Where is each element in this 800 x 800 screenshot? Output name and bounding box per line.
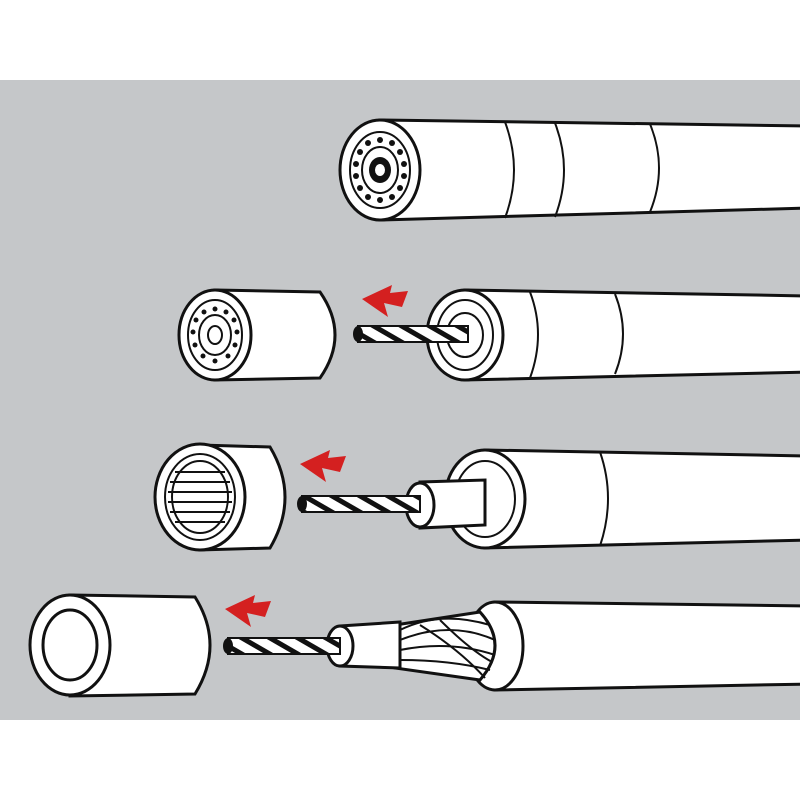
braided-shield — [393, 610, 497, 682]
step-1-intact-cable — [338, 118, 800, 222]
braid-dots — [353, 137, 407, 203]
step-2-sleeve-removed — [177, 285, 800, 382]
twisted-conductor — [227, 637, 341, 655]
step-3-braid-exposed — [153, 442, 800, 552]
twisted-conductor — [357, 325, 469, 343]
step-4-jacket-removed — [28, 593, 800, 698]
twisted-conductor — [301, 495, 421, 513]
